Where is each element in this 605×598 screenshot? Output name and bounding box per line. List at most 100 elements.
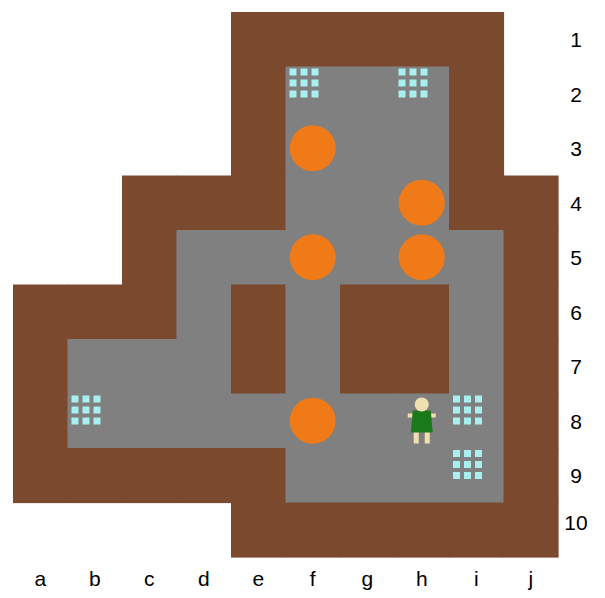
goal-dot bbox=[83, 418, 90, 425]
goal-dot bbox=[94, 396, 101, 403]
floor-cell bbox=[395, 448, 450, 503]
goal-dot bbox=[464, 396, 471, 403]
goal-dot bbox=[453, 472, 460, 479]
goal-dot bbox=[475, 472, 482, 479]
column-letter: i bbox=[474, 568, 479, 589]
floor-cell bbox=[449, 394, 504, 449]
floor-cell bbox=[68, 339, 123, 394]
wall-cell bbox=[340, 339, 395, 394]
row-number: 7 bbox=[570, 356, 582, 377]
floor-cell bbox=[122, 339, 177, 394]
wall-cell bbox=[340, 503, 395, 558]
player-body bbox=[411, 411, 433, 433]
floor-cell bbox=[286, 176, 341, 231]
floor-cell bbox=[449, 285, 504, 340]
goal-dot bbox=[72, 407, 79, 414]
floor-cell bbox=[449, 230, 504, 285]
goal-dot bbox=[83, 396, 90, 403]
floor-cell bbox=[395, 121, 450, 176]
wall-cell bbox=[68, 448, 123, 503]
goal-dot bbox=[301, 91, 308, 98]
floor-cell bbox=[449, 448, 504, 503]
floor-cell bbox=[286, 67, 341, 122]
box-ball bbox=[399, 234, 445, 280]
wall-cell bbox=[504, 394, 559, 449]
wall-cell bbox=[231, 121, 286, 176]
goal-dot bbox=[475, 396, 482, 403]
column-letter: e bbox=[252, 568, 264, 589]
goal-dot bbox=[421, 91, 428, 98]
wall-cell bbox=[231, 503, 286, 558]
floor-cell bbox=[177, 230, 232, 285]
goal-dot bbox=[290, 91, 297, 98]
wall-cell bbox=[286, 12, 341, 67]
goal-dot bbox=[72, 396, 79, 403]
goal-dot bbox=[312, 69, 319, 76]
goal-dot bbox=[464, 461, 471, 468]
column-letter: a bbox=[34, 568, 46, 589]
floor-cell bbox=[231, 394, 286, 449]
wall-cell bbox=[231, 285, 286, 340]
floor-cell bbox=[177, 285, 232, 340]
row-number: 8 bbox=[570, 410, 582, 431]
floor-cell bbox=[286, 448, 341, 503]
floor-cell bbox=[340, 67, 395, 122]
goal-dot bbox=[83, 407, 90, 414]
floor-cell bbox=[231, 230, 286, 285]
goal-dot bbox=[301, 80, 308, 87]
row-number: 9 bbox=[570, 465, 582, 486]
goal-dot bbox=[410, 80, 417, 87]
wall-cell bbox=[504, 339, 559, 394]
wall-cell bbox=[231, 176, 286, 231]
wall-cell bbox=[449, 176, 504, 231]
goal-dot bbox=[464, 472, 471, 479]
box-ball bbox=[290, 234, 336, 280]
goal-dot bbox=[290, 80, 297, 87]
floor-cell bbox=[340, 394, 395, 449]
floor-cell bbox=[340, 448, 395, 503]
column-letter: c bbox=[144, 568, 155, 589]
floor-cell bbox=[68, 394, 123, 449]
floor-cell bbox=[122, 394, 177, 449]
wall-cell bbox=[395, 12, 450, 67]
goal-marker bbox=[399, 69, 428, 98]
goal-dot bbox=[464, 450, 471, 457]
goal-dot bbox=[475, 407, 482, 414]
row-number: 2 bbox=[570, 83, 582, 104]
floor-cell bbox=[340, 176, 395, 231]
floor-cell bbox=[286, 230, 341, 285]
goal-dot bbox=[312, 91, 319, 98]
goal-marker bbox=[453, 396, 482, 425]
wall-cell bbox=[231, 448, 286, 503]
player-head bbox=[415, 398, 429, 412]
goal-dot bbox=[475, 461, 482, 468]
floor-cell bbox=[395, 67, 450, 122]
wall-cell bbox=[504, 285, 559, 340]
wall-cell bbox=[177, 448, 232, 503]
wall-cell bbox=[340, 12, 395, 67]
box-ball bbox=[399, 180, 445, 226]
wall-cell bbox=[449, 503, 504, 558]
wall-cell bbox=[231, 67, 286, 122]
goal-marker bbox=[290, 69, 319, 98]
row-number: 4 bbox=[570, 192, 582, 213]
goal-dot bbox=[421, 80, 428, 87]
wall-cell bbox=[13, 394, 68, 449]
column-letter: g bbox=[361, 568, 373, 589]
wall-cell bbox=[449, 67, 504, 122]
wall-cell bbox=[395, 503, 450, 558]
wall-cell bbox=[122, 285, 177, 340]
floor-cell bbox=[340, 230, 395, 285]
goal-dot bbox=[399, 69, 406, 76]
goal-dot bbox=[410, 69, 417, 76]
wall-cell bbox=[231, 339, 286, 394]
floor-cell bbox=[286, 339, 341, 394]
wall-cell bbox=[395, 285, 450, 340]
goal-dot bbox=[453, 396, 460, 403]
goal-marker bbox=[72, 396, 101, 425]
floor-cell bbox=[177, 394, 232, 449]
wall-cell bbox=[395, 339, 450, 394]
wall-cell bbox=[13, 285, 68, 340]
wall-cell bbox=[122, 448, 177, 503]
